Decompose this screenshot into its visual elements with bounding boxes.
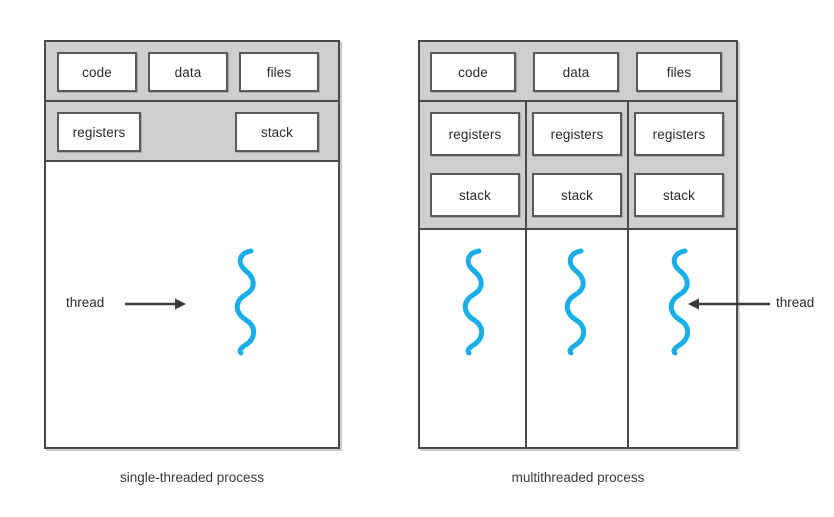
multi-registers-label-3: registers — [652, 126, 706, 142]
multi-files-box: files — [636, 52, 722, 92]
multi-thread-arrow-left-icon — [688, 296, 770, 312]
multi-code-box: code — [430, 52, 516, 92]
multi-registers-box-2: registers — [532, 112, 622, 156]
single-thread-squiggle-icon — [229, 247, 263, 357]
multi-files-label: files — [666, 64, 692, 80]
multi-thread-squiggle-icon-2 — [559, 247, 593, 357]
multi-stack-box-1: stack — [430, 173, 520, 217]
multi-thread-squiggle-icon-3 — [663, 247, 697, 357]
multithreaded-caption: multithreaded process — [511, 470, 645, 485]
multi-code-label: code — [458, 64, 488, 80]
single-stack-box: stack — [235, 112, 319, 152]
multi-stack-label-2: stack — [560, 187, 593, 203]
multithreaded-process-frame: code data files registers stack register… — [418, 40, 738, 449]
single-threaded-caption: single-threaded process — [119, 470, 265, 485]
single-data-box: data — [148, 52, 228, 92]
multi-registers-label-2: registers — [550, 126, 604, 142]
single-stack-label: stack — [260, 124, 293, 140]
single-registers-box: registers — [57, 112, 141, 152]
multi-stack-box-2: stack — [532, 173, 622, 217]
multi-registers-box-1: registers — [430, 112, 520, 156]
multi-registers-label-1: registers — [448, 126, 502, 142]
single-registers-label: registers — [72, 124, 126, 140]
single-data-label: data — [174, 64, 202, 80]
multi-column-divider-2 — [627, 102, 629, 447]
single-thread-annotation-label: thread — [66, 295, 105, 310]
multi-data-label: data — [562, 64, 590, 80]
multi-column-divider-1 — [525, 102, 527, 447]
single-files-label: files — [266, 64, 292, 80]
multi-data-box: data — [533, 52, 619, 92]
single-code-box: code — [57, 52, 137, 92]
multi-thread-squiggle-icon-1 — [457, 247, 491, 357]
multi-stack-box-3: stack — [634, 173, 724, 217]
multi-stack-label-1: stack — [458, 187, 491, 203]
single-code-label: code — [82, 64, 112, 80]
single-threaded-process-frame: code data files registers stack — [44, 40, 340, 449]
multi-registers-box-3: registers — [634, 112, 724, 156]
multi-stack-label-3: stack — [662, 187, 695, 203]
single-thread-arrow-right-icon — [125, 296, 187, 312]
multi-thread-annotation-label: thread — [776, 295, 815, 310]
single-files-box: files — [239, 52, 319, 92]
